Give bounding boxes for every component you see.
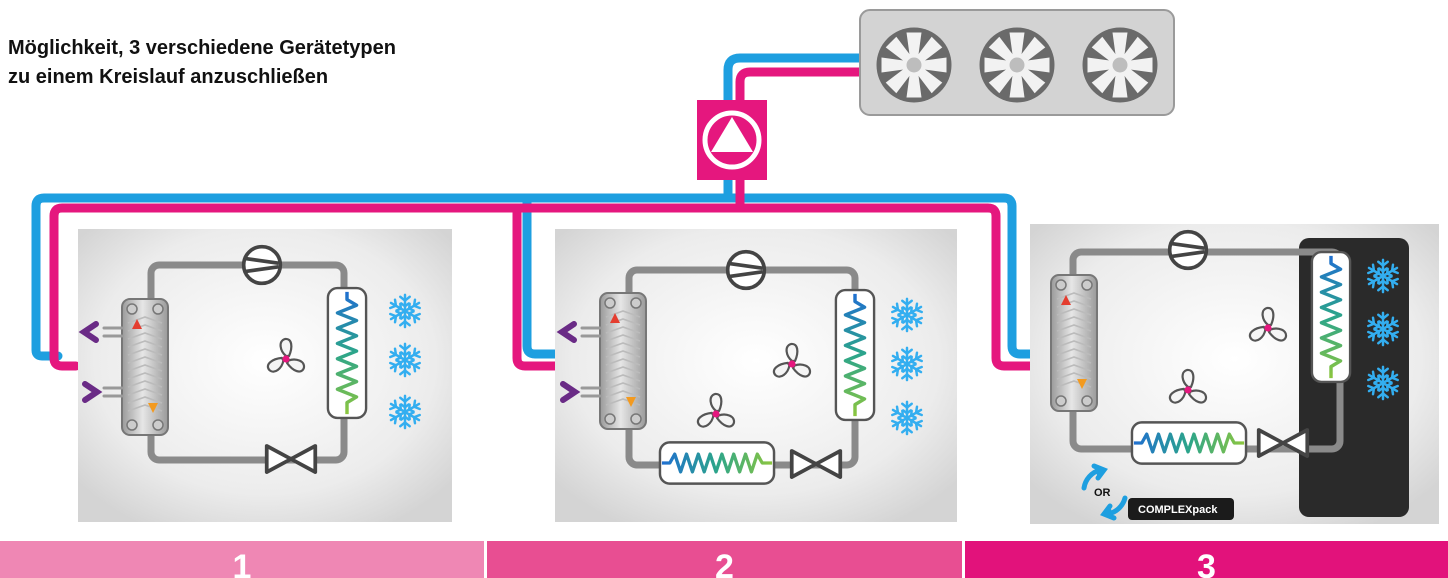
headline-line-2: zu einem Kreislauf anzuschließen — [8, 66, 329, 88]
pump-icon — [697, 100, 767, 180]
swap-arrows-icon — [1081, 463, 1128, 521]
condenser-coil-icon — [326, 286, 368, 420]
inlet-outlet-arrows — [556, 321, 602, 403]
dry-cooler — [859, 9, 1175, 116]
evaporator-coil-icon — [1130, 420, 1248, 466]
condenser-coil-icon — [1310, 250, 1352, 384]
return-pipe — [49, 203, 1035, 371]
unit-1 — [78, 229, 452, 522]
headline: Möglichkeit, 3 verschiedene Gerätetypen … — [8, 34, 396, 92]
condenser-coil-icon — [834, 288, 876, 422]
heat-exchanger-icon — [120, 297, 170, 437]
evaporator-coil-icon — [658, 440, 776, 486]
unit-3: OR COMPLEXpack — [1030, 224, 1439, 524]
hydraulic-pipes — [31, 53, 1035, 371]
inlet-outlet-arrows — [78, 321, 124, 403]
dry-cooler-fan-icon — [980, 28, 1055, 103]
heat-exchanger-icon — [598, 291, 648, 431]
tab-unit-3: 3 — [965, 541, 1448, 578]
compressor-icon — [725, 249, 767, 291]
unit-2 — [555, 229, 957, 522]
tab-unit-1-number: 1 — [232, 548, 252, 578]
tab-unit-2: 2 — [487, 541, 962, 578]
compressor-icon — [1167, 229, 1209, 271]
or-label: OR — [1094, 487, 1111, 499]
complexpack-badge: COMPLEXpack — [1128, 498, 1234, 520]
tab-unit-1: 1 — [0, 541, 484, 578]
dry-cooler-fan-icon — [1083, 28, 1158, 103]
dry-cooler-fan-icon — [877, 28, 952, 103]
complexpack-label: COMPLEXpack — [1138, 504, 1218, 516]
tab-unit-3-number: 3 — [1197, 548, 1216, 578]
heat-exchanger-icon — [1049, 273, 1099, 413]
headline-line-1: Möglichkeit, 3 verschiedene Gerätetypen — [8, 37, 396, 59]
compressor-icon — [241, 244, 283, 286]
tab-unit-2-number: 2 — [715, 548, 734, 578]
